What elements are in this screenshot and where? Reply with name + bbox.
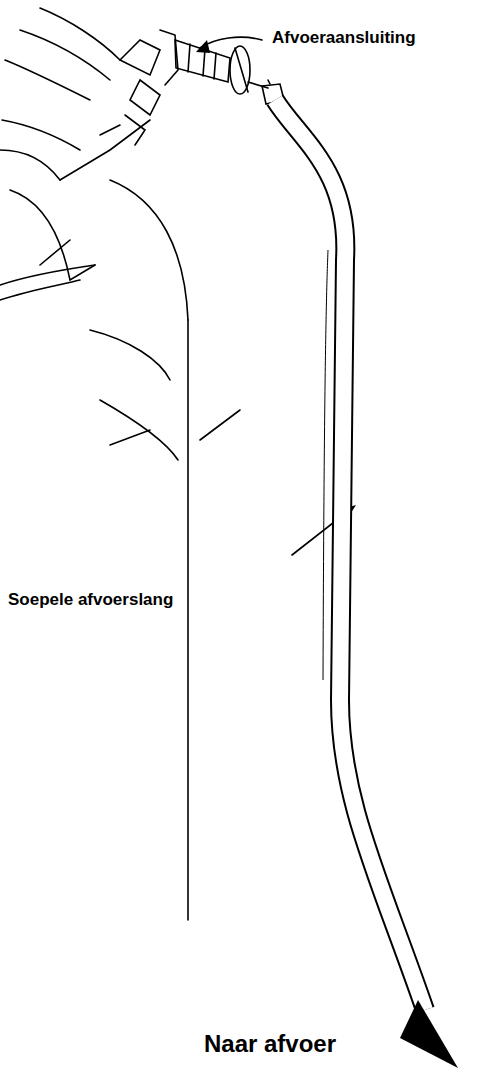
part-label: Soepele afvoerslang <box>8 590 173 610</box>
flow-label: Naar afvoer <box>204 1030 336 1058</box>
part-label: Afvoeraansluiting <box>272 28 416 48</box>
